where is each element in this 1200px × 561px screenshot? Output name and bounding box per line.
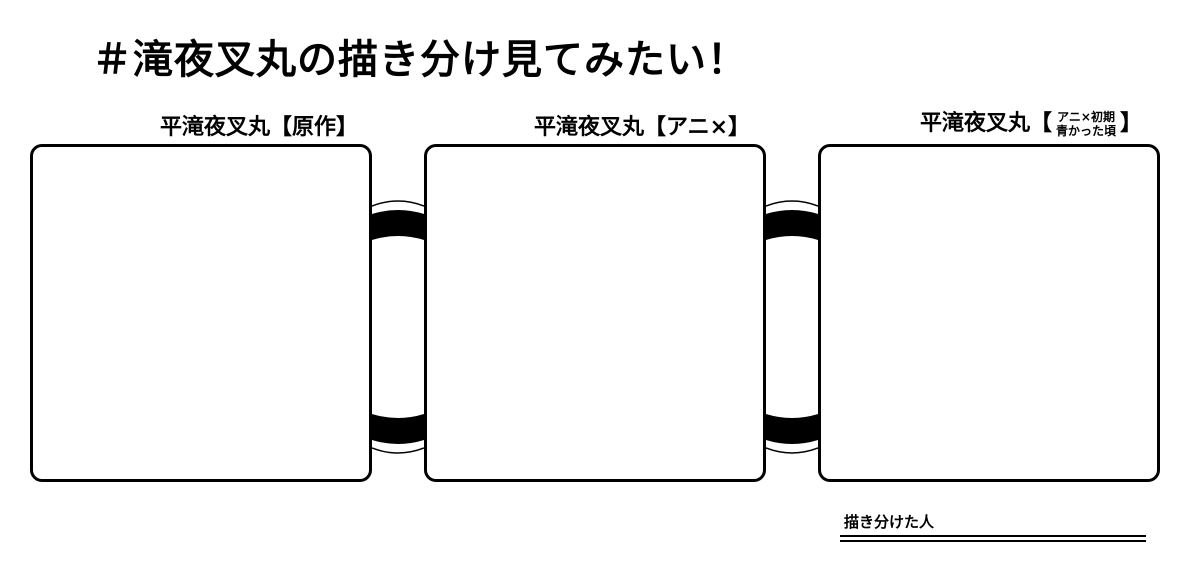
panel-connector bbox=[372, 200, 424, 454]
bracket-open: 【 bbox=[1030, 111, 1053, 136]
signature-label: 描き分けた人 bbox=[844, 513, 935, 531]
panel-label-anime-early: 平滝夜叉丸【アニ×初期青かった頃】 bbox=[920, 104, 1142, 144]
drawing-panel-anime-early[interactable] bbox=[818, 144, 1160, 482]
panel-label-original: 平滝夜叉丸【原作】 bbox=[160, 112, 358, 144]
page-title: ＃滝夜叉丸の描き分け見てみたい！ bbox=[92, 37, 748, 83]
panel-name: 平滝夜叉丸 bbox=[534, 115, 645, 140]
panel-tag: 原作 bbox=[292, 115, 337, 140]
bracket-close: 】 bbox=[728, 115, 751, 140]
panel-label-anime: 平滝夜叉丸【アニ×】 bbox=[534, 112, 750, 144]
panel-connector bbox=[766, 200, 818, 454]
panel-tag-line2: 青かった頃 bbox=[1056, 124, 1117, 138]
bracket-close: 】 bbox=[1120, 111, 1143, 136]
panel-tag-stack: アニ×初期青かった頃 bbox=[1056, 110, 1116, 138]
drawing-panel-anime[interactable] bbox=[424, 144, 766, 482]
panel-name: 平滝夜叉丸 bbox=[160, 115, 271, 140]
bracket-close: 】 bbox=[336, 115, 359, 140]
drawing-panel-original[interactable] bbox=[30, 144, 372, 482]
panel-tag-line1: アニ×初期 bbox=[1057, 110, 1115, 124]
bracket-open: 【 bbox=[644, 115, 667, 140]
signature-line bbox=[840, 535, 1146, 537]
bracket-open: 【 bbox=[270, 115, 293, 140]
artist-signature-field[interactable]: 描き分けた人 bbox=[840, 512, 1146, 542]
panel-name: 平滝夜叉丸 bbox=[920, 111, 1031, 136]
signature-line bbox=[840, 540, 1146, 542]
panel-tag: アニ× bbox=[666, 115, 729, 140]
